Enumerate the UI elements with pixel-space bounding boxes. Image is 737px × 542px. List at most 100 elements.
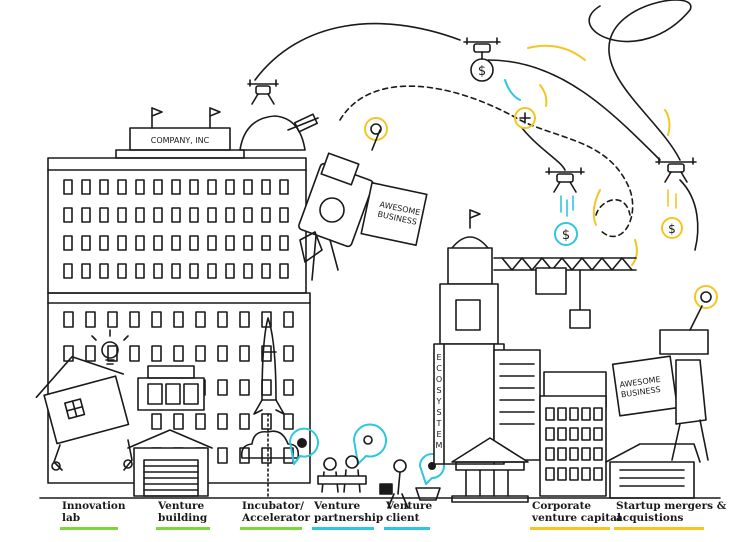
window (63, 207, 73, 223)
window (151, 311, 162, 328)
window (557, 447, 567, 461)
garage-building (127, 429, 213, 497)
window (135, 179, 145, 195)
window (81, 207, 91, 223)
ecosystem-letter: M (436, 441, 443, 450)
window (261, 447, 272, 464)
ecosystem-letter: C (436, 364, 442, 373)
drone-icon (247, 79, 279, 105)
window (63, 179, 73, 195)
window (107, 311, 118, 328)
ecosystem-letter: Y (436, 397, 442, 406)
category-underline (312, 527, 374, 530)
dollar-coin-icon: $ (478, 64, 486, 79)
dollar-coin-icon: $ (554, 195, 578, 246)
window (279, 207, 289, 223)
category-label: Incubator/Accelerator (242, 500, 310, 524)
window (225, 179, 235, 195)
ecosystem-letter: O (436, 375, 442, 384)
window (569, 407, 579, 421)
lightbulb-icon (91, 329, 129, 365)
window (569, 467, 579, 481)
drone-icon (463, 37, 501, 82)
window (217, 311, 228, 328)
category-label-line1: Incubator/ (242, 500, 304, 512)
people (317, 455, 441, 509)
window (129, 311, 140, 328)
window (545, 407, 555, 421)
window (63, 311, 74, 328)
window (81, 263, 91, 279)
window (117, 263, 127, 279)
window (63, 235, 73, 251)
ecosystem-letter: S (436, 408, 441, 417)
window (545, 447, 555, 461)
category-underline (60, 527, 118, 530)
window (545, 427, 555, 441)
window (279, 263, 289, 279)
drone-icon (545, 167, 585, 193)
robot-carrier (611, 305, 709, 461)
window (283, 311, 294, 328)
window (217, 447, 228, 464)
window (261, 263, 271, 279)
category-label-line1: Venture (158, 500, 205, 512)
ecosystem-letter: T (436, 419, 442, 428)
billboard (137, 365, 205, 411)
window (85, 311, 96, 328)
window (189, 235, 199, 251)
robot-carrier (298, 129, 428, 281)
window (81, 235, 91, 251)
window (171, 263, 181, 279)
window (207, 235, 217, 251)
window (189, 207, 199, 223)
window (225, 263, 235, 279)
window (189, 179, 199, 195)
category-underline (384, 527, 430, 530)
window (261, 345, 272, 362)
window (279, 179, 289, 195)
window (581, 407, 591, 421)
plus-icon (514, 107, 536, 129)
window (283, 413, 294, 430)
window (151, 413, 162, 430)
window (195, 345, 206, 362)
category-underline (530, 527, 610, 530)
window (189, 263, 199, 279)
crane (493, 257, 637, 329)
category-label-line2: Accelerator (242, 512, 311, 524)
window (207, 207, 217, 223)
svg-text:$: $ (478, 64, 486, 79)
window (569, 427, 579, 441)
window (261, 207, 271, 223)
window (239, 311, 250, 328)
window (557, 427, 567, 441)
window (261, 179, 271, 195)
window (239, 345, 250, 362)
window (557, 407, 567, 421)
window (243, 263, 253, 279)
company-building (47, 107, 319, 484)
window (117, 179, 127, 195)
window (239, 379, 250, 396)
window (261, 379, 272, 396)
speech-bubbles (289, 423, 445, 485)
city-buildings (493, 349, 607, 497)
window (195, 311, 206, 328)
window (171, 235, 181, 251)
window (217, 345, 228, 362)
window (153, 179, 163, 195)
window (225, 235, 235, 251)
window (135, 263, 145, 279)
window (117, 207, 127, 223)
window (173, 311, 184, 328)
window (195, 413, 206, 430)
category-underline (240, 527, 302, 530)
robot-legs (51, 439, 133, 471)
category-label-line2: acquistions (616, 512, 684, 524)
category-label-line1: Venture (386, 500, 433, 512)
accent-strokes (504, 44, 671, 266)
